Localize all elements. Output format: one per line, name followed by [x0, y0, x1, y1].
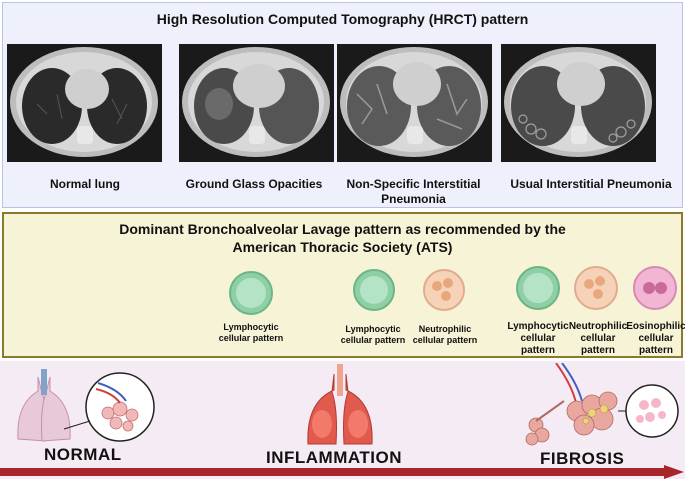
cell-label: Neutrophilic cellular pattern: [412, 324, 478, 345]
stage-label-inflammation: INFLAMMATION: [266, 448, 402, 467]
neutrophil-cell-icon: [573, 265, 619, 316]
cell-label: Lymphocytic cellular pattern: [218, 322, 284, 343]
lymphocyte-cell-icon: [228, 270, 274, 321]
hrct-title: High Resolution Computed Tomography (HRC…: [156, 11, 529, 27]
cell-label: Lymphocytic cellular pattern: [507, 321, 569, 356]
cell-label: Lymphocytic cellular pattern: [340, 324, 406, 345]
ct-label-uip: Usual Interstitial Pneumonia: [510, 177, 672, 191]
normal-lungs-icon: [8, 369, 158, 454]
bal-title-line2: American Thoracic Society (ATS): [232, 239, 453, 255]
ct-label-normal-lung: Normal lung: [49, 177, 120, 191]
lymphocyte-cell-icon: [352, 268, 396, 317]
stage-label-normal: NORMAL: [44, 445, 122, 464]
ct-image-normal-lung: [7, 44, 162, 162]
cell-label: Eosinophilic cellular pattern: [626, 321, 685, 356]
ct-image-uip: [501, 44, 656, 162]
eosinophil-cell-icon: [632, 265, 678, 316]
ct-image-ground-glass: [179, 44, 334, 162]
stage-label-fibrosis: FIBROSIS: [540, 449, 625, 468]
progression-arrow: [0, 465, 685, 484]
neutrophil-cell-icon: [422, 268, 466, 317]
lymphocyte-cell-icon: [515, 265, 561, 316]
ct-label-nsip: Non-Specific Interstitial Pneumonia: [346, 177, 481, 206]
bal-panel: Dominant Bronchoalveolar Lavage pattern …: [2, 212, 685, 358]
stage-panel: NORMAL INFLAMMATION FIBROSIS: [0, 361, 685, 479]
ct-image-nsip: [337, 44, 492, 162]
bal-title-line1: Dominant Bronchoalveolar Lavage pattern …: [119, 221, 566, 237]
ct-label-ground-glass: Ground Glass Opacities: [185, 177, 323, 191]
inflamed-lungs-icon: [300, 364, 380, 454]
cell-label: Neutrophilic cellular pattern: [568, 321, 628, 356]
fibrotic-alveoli-icon: [522, 362, 682, 458]
hrct-panel: High Resolution Computed Tomography (HRC…: [2, 2, 683, 208]
